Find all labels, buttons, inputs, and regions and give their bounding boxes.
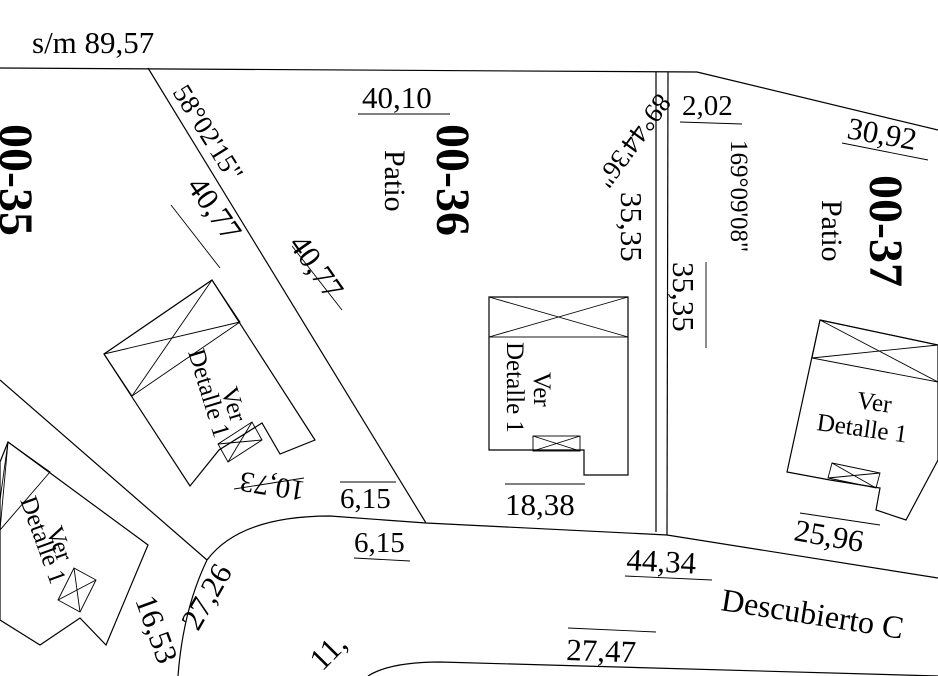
dim-line-44-34 (624, 575, 713, 581)
buildings (0, 279, 938, 647)
dim-27-26: 27,26 (174, 558, 239, 636)
dim-line-40-77-b (291, 245, 343, 311)
building-00-35-west-small-x2 (57, 579, 97, 601)
dim-16-53: 16,53 (128, 590, 185, 668)
building-00-35-west-patio (0, 441, 51, 531)
dim-40-77-b: 40,77 (282, 228, 351, 305)
boundary-36-37-b (666, 71, 669, 536)
dim-11: 11, (302, 626, 353, 676)
building-00-37-x2 (811, 344, 938, 359)
lot-label-00-36: 00-36 (426, 124, 479, 236)
road-north-edge (206, 515, 938, 579)
boundary-35-36 (147, 67, 427, 524)
dim-line-6-15-b (353, 557, 411, 562)
street-label: Descubierto C (719, 581, 906, 645)
dim-line-27-47 (567, 627, 657, 633)
road-lines (177, 515, 938, 676)
lot-label-00-35: 00-35 (0, 124, 42, 236)
dim-2-02: 2,02 (682, 90, 733, 122)
building-00-35-west-x1 (0, 441, 9, 501)
boundary-lines (0, 67, 938, 561)
dim-line-30-92 (841, 142, 929, 161)
dim-6-15-a: 6,15 (340, 483, 391, 515)
building-00-36-small-x2 (532, 435, 581, 452)
dim-27-47: 27,47 (566, 632, 637, 669)
angle-label-2: 89°44'36" (590, 88, 678, 193)
detail-00-37-line1: Ver (855, 387, 894, 419)
building-strip-x2 (131, 279, 213, 397)
dim-18-38: 18,38 (505, 487, 575, 522)
dim-line-25-96 (799, 512, 881, 526)
dimension-lines (170, 113, 929, 633)
dim-25-96: 25,96 (792, 512, 867, 559)
building-strip-small-x2 (227, 421, 253, 463)
road-west-edge (177, 559, 208, 676)
detail-00-36-line1: Ver (528, 372, 555, 407)
dim-35-35-b: 35,35 (666, 262, 701, 332)
dim-35-35-a: 35,35 (614, 192, 649, 262)
dim-30-92: 30,92 (845, 110, 920, 157)
building-00-37 (786, 319, 938, 521)
patio-label-00-37: Patio (815, 200, 848, 262)
angle-label-3: 169°09'08" (725, 140, 752, 252)
patio-label-00-36: Patio (378, 150, 411, 212)
dim-44-34: 44,34 (626, 542, 698, 581)
dim-40-10: 40,10 (362, 80, 432, 115)
north-boundary-left (0, 67, 698, 73)
header-label: s/m 89,57 (32, 25, 154, 60)
dim-10-73: 10,73 (238, 465, 307, 507)
dim-line-2-02 (679, 121, 743, 125)
dim-line-40-77-a (170, 204, 221, 269)
north-boundary-right (696, 71, 938, 131)
building-00-36-patio (488, 296, 629, 338)
road-inner-curve (367, 661, 938, 676)
building-00-37-small-x2 (827, 472, 881, 479)
building-00-37-patio (811, 319, 938, 383)
dim-6-15-b: 6,15 (354, 527, 405, 559)
building-00-36-small (532, 435, 581, 452)
dim-40-77-a: 40,77 (180, 170, 249, 247)
building-00-36-x2 (488, 296, 629, 338)
detail-00-36-line2: Detalle 1 (501, 342, 528, 433)
lot-label-00-37: 00-37 (859, 175, 912, 287)
building-strip (103, 279, 316, 488)
dim-line-10-73 (233, 477, 305, 490)
boundary-35-west (0, 379, 208, 561)
